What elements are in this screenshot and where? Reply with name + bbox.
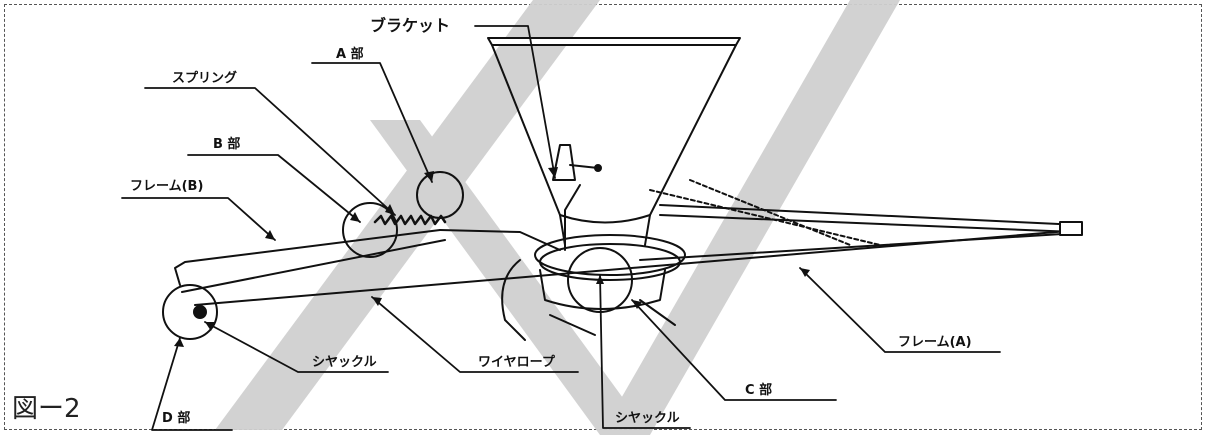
hopper: [487, 37, 741, 246]
frame-b-bar: [174, 229, 561, 293]
frame-b-label: フレーム(B): [130, 179, 204, 194]
shackle-bottom-label: シヤックル: [615, 411, 680, 426]
part-c-label: C 部: [745, 383, 773, 398]
wire-rope-label: ワイヤロープ: [478, 355, 555, 370]
shackle-left-label: シヤックル: [312, 355, 377, 370]
part-a-label: A 部: [336, 47, 364, 62]
part-b-circle: [342, 202, 398, 258]
part-d-pin: [193, 305, 207, 319]
spring-label: スプリング: [172, 71, 238, 86]
part-d-circle: [162, 284, 218, 340]
figure-number: 図ー2: [12, 394, 81, 424]
part-a-circle: [416, 171, 464, 219]
leader-lines: [121, 25, 1001, 431]
bracket-part: [552, 144, 602, 251]
bracket-label: ブラケット: [370, 16, 451, 35]
frame-a-label: フレーム(A): [898, 335, 972, 350]
part-b-label: B 部: [213, 137, 241, 152]
spring: [373, 214, 447, 226]
part-d-label: D 部: [162, 411, 191, 426]
arrowheads: [174, 167, 810, 347]
frame-a-bars: [194, 179, 1083, 306]
